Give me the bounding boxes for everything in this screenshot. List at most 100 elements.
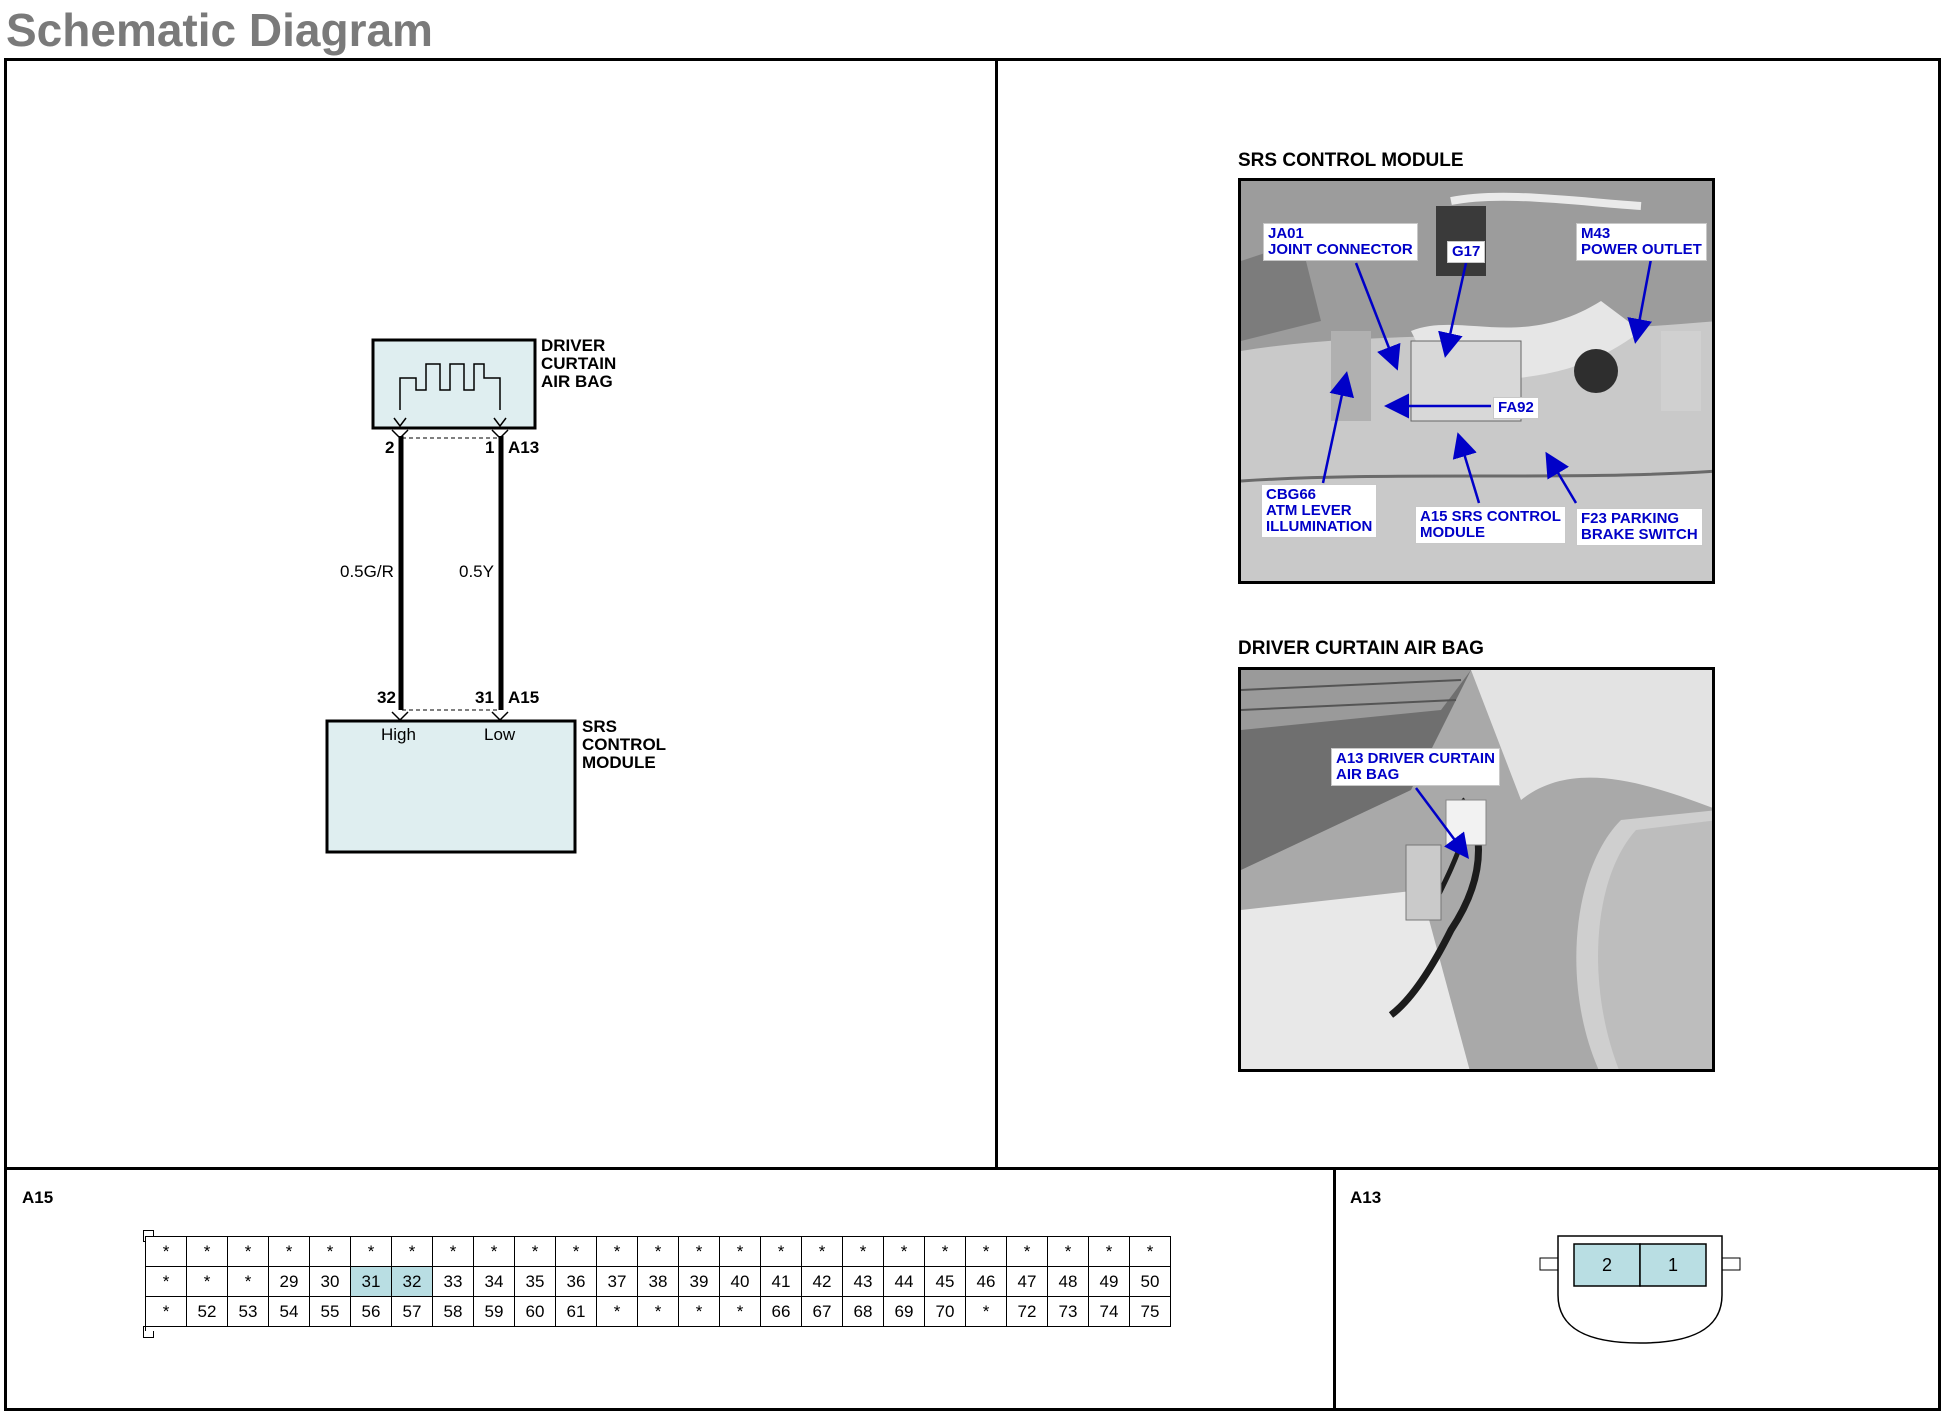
- module-terminal-low: Low: [484, 725, 516, 744]
- empty-pin-cell: *: [596, 1236, 638, 1267]
- pin-cell: 34: [473, 1266, 515, 1297]
- pin-cell: 41: [760, 1266, 802, 1297]
- empty-pin-cell: *: [227, 1266, 269, 1297]
- empty-pin-cell: *: [637, 1236, 679, 1267]
- pin-cell: 56: [350, 1296, 392, 1327]
- curtain-photo-arrows: [1414, 787, 1469, 860]
- pin-cell: 66: [760, 1296, 802, 1327]
- photo-shape: [1241, 670, 1471, 730]
- pin-cell: 39: [678, 1266, 720, 1297]
- arrow-ja01: [1354, 262, 1401, 371]
- empty-pin-cell: *: [227, 1236, 269, 1267]
- pin-cell: 43: [842, 1266, 884, 1297]
- pin-cell: 44: [883, 1266, 925, 1297]
- pin-cell: 37: [596, 1266, 638, 1297]
- empty-pin-cell: *: [432, 1236, 474, 1267]
- empty-pin-cell: *: [924, 1236, 966, 1267]
- empty-pin-cell: *: [1006, 1236, 1048, 1267]
- pin-cell: 61: [555, 1296, 597, 1327]
- photo-shape: [1241, 469, 1712, 483]
- pin-cell: 40: [719, 1266, 761, 1297]
- pin-cell: 38: [637, 1266, 679, 1297]
- pin-cell: 69: [883, 1296, 925, 1327]
- pin-cell: 67: [801, 1296, 843, 1327]
- air-bag-pin-1-number: 1: [485, 438, 495, 457]
- module-pin-32-number: 32: [377, 688, 396, 707]
- arrow-a13: [1414, 787, 1469, 860]
- pin-cell: 42: [801, 1266, 843, 1297]
- empty-pin-cell: *: [965, 1236, 1007, 1267]
- empty-pin-cell: *: [965, 1296, 1007, 1327]
- empty-pin-cell: *: [350, 1236, 392, 1267]
- empty-pin-cell: *: [1129, 1236, 1171, 1267]
- empty-pin-cell: *: [883, 1236, 925, 1267]
- module-connector-id: A15: [508, 688, 540, 707]
- photo-shape: [1471, 670, 1712, 808]
- pin-cell: 49: [1088, 1266, 1130, 1297]
- pin-cell: 48: [1047, 1266, 1089, 1297]
- a13-pin-2-cell: [1573, 1243, 1641, 1287]
- callout-a13: A13 DRIVER CURTAIN AIR BAG: [1331, 748, 1500, 786]
- pin-cell: 72: [1006, 1296, 1048, 1327]
- curtain-photo-title: DRIVER CURTAIN AIR BAG: [1238, 638, 1484, 659]
- pin-cell: 74: [1088, 1296, 1130, 1327]
- arrow-g17: [1438, 262, 1468, 358]
- pin-cell: 54: [268, 1296, 310, 1327]
- pin-cell: 73: [1047, 1296, 1089, 1327]
- empty-pin-cell: *: [268, 1236, 310, 1267]
- air-bag-connector-id: A13: [508, 438, 540, 457]
- srs-module-label: SRS CONTROL MODULE: [582, 717, 667, 772]
- srs-module-component-box: [325, 719, 577, 854]
- empty-pin-cell: *: [596, 1296, 638, 1327]
- pin-cell: 75: [1129, 1296, 1171, 1327]
- empty-pin-cell: *: [145, 1236, 187, 1267]
- empty-pin-cell: *: [801, 1236, 843, 1267]
- air-bag-pin-2-number: 2: [385, 438, 395, 457]
- pin-cell: 45: [924, 1266, 966, 1297]
- pin-cell: 58: [432, 1296, 474, 1327]
- pin-cell: 32: [391, 1266, 433, 1297]
- empty-pin-cell: *: [514, 1236, 556, 1267]
- pin-cell: 46: [965, 1266, 1007, 1297]
- photo-shape: [1405, 844, 1442, 921]
- connector-a15-label: A15: [22, 1188, 54, 1207]
- curtain-photo-details: [1241, 670, 1712, 1069]
- pin-cell: 33: [432, 1266, 474, 1297]
- empty-pin-cell: *: [309, 1236, 351, 1267]
- pin-cell: 60: [514, 1296, 556, 1327]
- empty-pin-cell: *: [637, 1296, 679, 1327]
- photo-shape: [1241, 699, 1457, 711]
- pin-cell: 47: [1006, 1266, 1048, 1297]
- photo-shape: [1598, 820, 1712, 1069]
- srs-photo-title: SRS CONTROL MODULE: [1238, 150, 1464, 171]
- callout-g17: G17: [1447, 241, 1486, 263]
- empty-pin-cell: *: [186, 1266, 228, 1297]
- pin-cell: 36: [555, 1266, 597, 1297]
- photo-shape: [1241, 679, 1462, 691]
- empty-pin-cell: *: [145, 1266, 187, 1297]
- wire-green-red-label: 0.5G/R: [340, 562, 394, 581]
- arrow-m43: [1627, 258, 1653, 344]
- photo-shape: [1661, 331, 1701, 411]
- pin-cell: 52: [186, 1296, 228, 1327]
- empty-pin-cell: *: [678, 1296, 720, 1327]
- empty-pin-cell: *: [719, 1236, 761, 1267]
- pin-cell: 70: [924, 1296, 966, 1327]
- empty-pin-cell: *: [186, 1236, 228, 1267]
- pin-cell: 68: [842, 1296, 884, 1327]
- pin-cell: 59: [473, 1296, 515, 1327]
- pin-cell: 57: [391, 1296, 433, 1327]
- pin-cell: 29: [268, 1266, 310, 1297]
- connector-a15-row: *************************: [145, 1236, 1171, 1267]
- photo-shape: [1450, 192, 1642, 210]
- connector-a13-label: A13: [1350, 1188, 1382, 1207]
- air-bag-label: DRIVER CURTAIN AIR BAG: [541, 336, 617, 391]
- connector-a13-shape: 2 1: [1539, 1235, 1741, 1344]
- module-pin-31-marker: [491, 711, 509, 722]
- wire-yellow-label: 0.5Y: [459, 562, 494, 581]
- empty-pin-cell: *: [1047, 1236, 1089, 1267]
- connector-a13-panel: [1333, 1167, 1941, 1411]
